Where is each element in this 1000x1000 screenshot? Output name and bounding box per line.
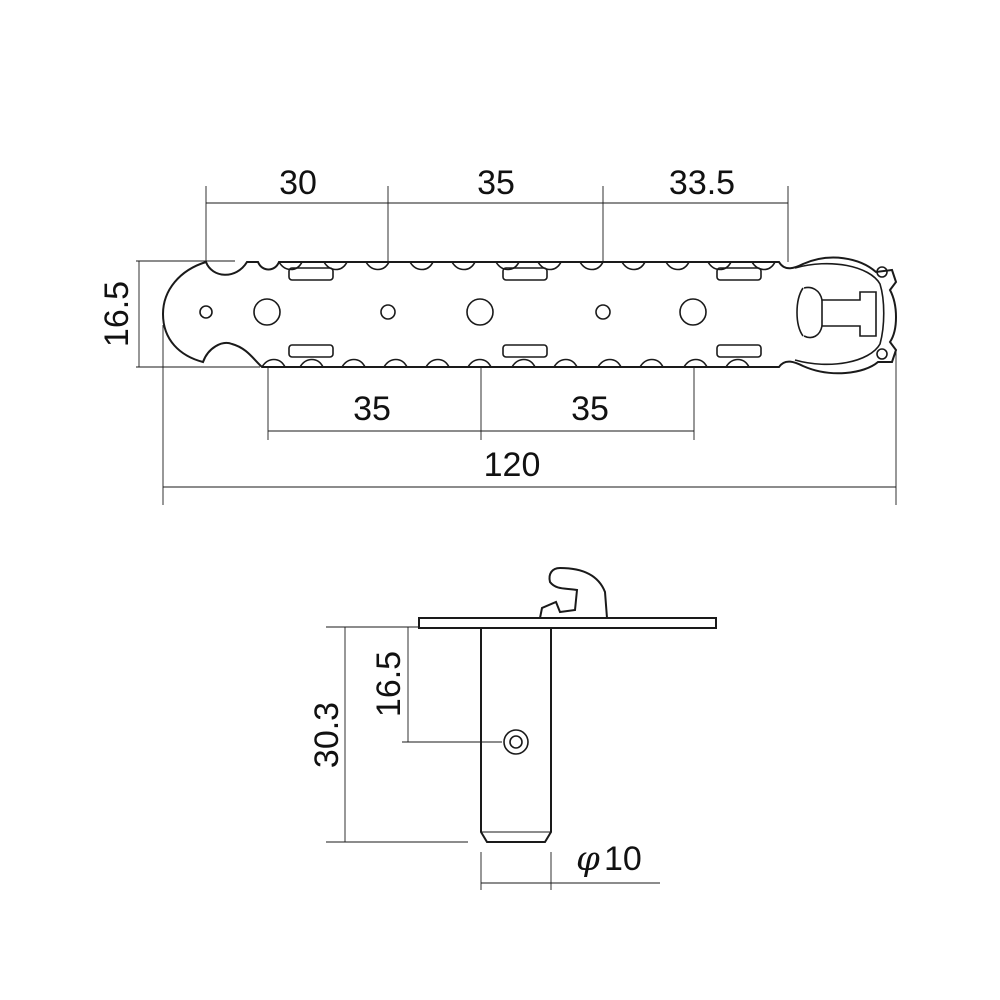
diameter-dimension: φ 10 (480, 839, 660, 890)
dim-height: 16.5 (98, 281, 136, 347)
post-hole-outer (503, 729, 529, 755)
post-hole-inner (509, 735, 523, 749)
diameter-symbol: φ (576, 839, 600, 879)
hole-height-dimension: 16.5 (370, 627, 502, 743)
mounting-post (480, 627, 552, 843)
overall-dimension: 120 (162, 325, 897, 505)
dim-overall: 120 (484, 446, 541, 484)
top-dimension-chain: 30 35 33.5 (205, 164, 789, 300)
side-view: 30.3 16.5 φ 10 (308, 566, 717, 890)
dim-diameter: 10 (604, 840, 642, 878)
dim-top-1: 30 (279, 164, 317, 202)
string-slots (288, 267, 762, 358)
scalloped-edges (261, 261, 776, 368)
height-dimension: 16.5 (98, 260, 260, 368)
dim-top-3: 33.5 (669, 164, 735, 202)
dim-bottom-1: 35 (353, 390, 391, 428)
dim-bottom-2: 35 (571, 390, 609, 428)
side-plate (418, 617, 717, 629)
dim-hole-height: 16.5 (370, 651, 408, 717)
bottom-dimension-chain: 35 35 (267, 330, 695, 440)
tailpiece-end-detail (794, 262, 888, 366)
mounting-holes (199, 298, 707, 326)
dim-top-2: 35 (477, 164, 515, 202)
dim-post-length: 30.3 (308, 702, 346, 768)
top-view: 30 35 33.5 16.5 35 35 120 (98, 164, 898, 505)
tailpiece-body (161, 256, 898, 375)
side-hook (538, 566, 609, 619)
post-length-dimension: 30.3 (308, 626, 468, 843)
